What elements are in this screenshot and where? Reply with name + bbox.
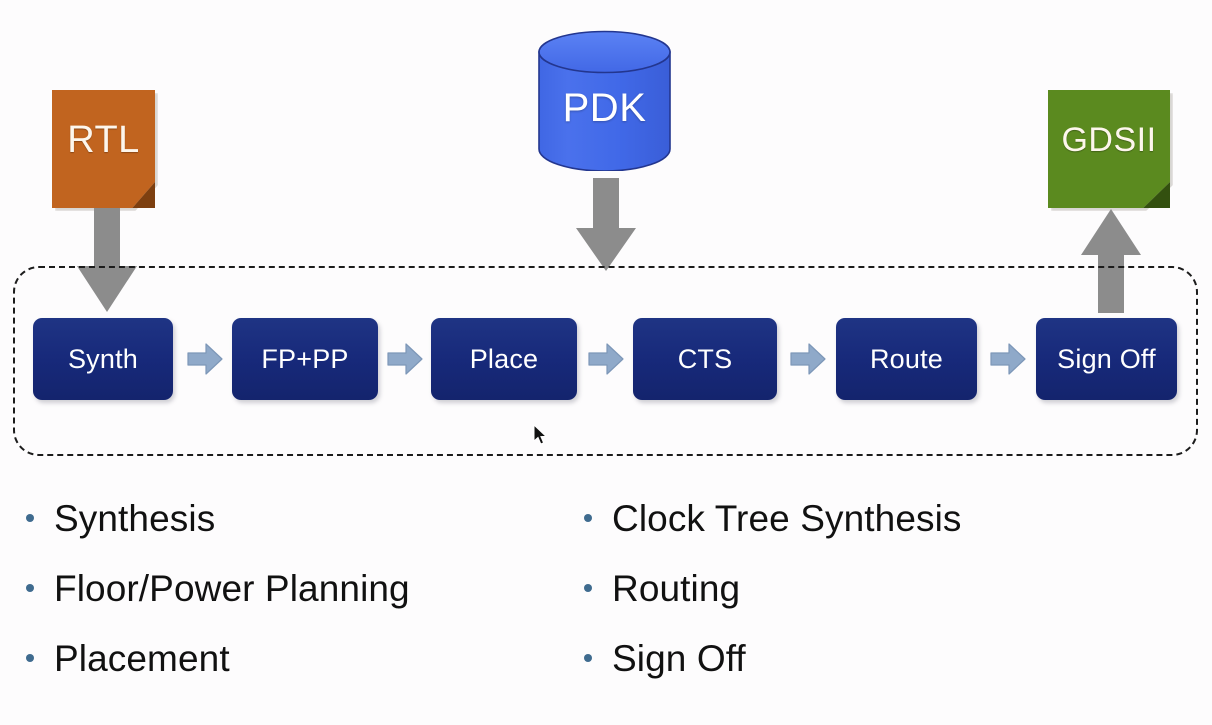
bullet-list-right: Clock Tree Synthesis Routing Sign Off [584, 500, 1184, 710]
list-item-label: Synthesis [54, 498, 216, 539]
list-item-label: Clock Tree Synthesis [612, 498, 962, 539]
flow-step-label: CTS [677, 343, 733, 374]
flow-step-label: Sign Off [1057, 343, 1156, 374]
down-arrow-icon-rtl-to-synth [77, 208, 137, 312]
list-item-label: Floor/Power Planning [54, 568, 410, 609]
gdsii-document-icon [1048, 90, 1170, 208]
list-item-label: Sign Off [612, 638, 746, 679]
bullet-list-left: Synthesis Floor/Power Planning Placement [26, 500, 566, 710]
flow-step-sign-off[interactable]: Sign Off [1036, 318, 1177, 400]
bullet-dot-icon [26, 514, 34, 522]
rtl-input-node[interactable]: RTL [52, 90, 158, 211]
list-item: Routing [584, 570, 1184, 640]
flow-step-label: Route [869, 343, 944, 374]
bullet-dot-icon [584, 514, 592, 522]
bullet-dot-icon [584, 654, 592, 662]
flow-step-synth[interactable]: Synth [33, 318, 173, 400]
pdk-input-node[interactable]: PDK [537, 30, 672, 171]
flow-container [13, 266, 1198, 456]
flow-step-fp-pp[interactable]: FP+PP [232, 318, 378, 400]
list-item: Sign Off [584, 640, 1184, 710]
bullet-dot-icon [584, 584, 592, 592]
rtl-label: RTL [67, 118, 140, 161]
flow-step-label: Synth [67, 343, 139, 374]
flow-step-route[interactable]: Route [836, 318, 977, 400]
flow-step-place[interactable]: Place [431, 318, 577, 400]
rtl-document-icon [52, 90, 155, 208]
flow-step-cts[interactable]: CTS [633, 318, 777, 400]
list-item: Floor/Power Planning [26, 570, 566, 640]
down-arrow-icon-pdk-to-flow [576, 178, 636, 271]
right-arrow-icon-place-to-cts [588, 343, 624, 375]
gdsii-label: GDSII [1061, 120, 1157, 159]
right-arrow-icon-fp-pp-to-place [387, 343, 423, 375]
bullet-dot-icon [26, 654, 34, 662]
right-arrow-icon-route-to-sign-off [990, 343, 1026, 375]
list-item: Placement [26, 640, 566, 710]
list-item: Synthesis [26, 500, 566, 570]
flow-step-label: Place [469, 343, 539, 374]
list-item-label: Routing [612, 568, 741, 609]
list-item: Clock Tree Synthesis [584, 500, 1184, 570]
list-item-label: Placement [54, 638, 230, 679]
right-arrow-icon-cts-to-route [790, 343, 826, 375]
mouse-pointer-icon [533, 424, 548, 445]
bullet-dot-icon [26, 584, 34, 592]
up-arrow-icon-flow-to-gdsii [1081, 209, 1141, 313]
database-cylinder-icon [538, 30, 671, 171]
flow-step-label: FP+PP [261, 343, 349, 374]
gdsii-output-node[interactable]: GDSII [1048, 90, 1173, 211]
right-arrow-icon-synth-to-fp-pp [187, 343, 223, 375]
